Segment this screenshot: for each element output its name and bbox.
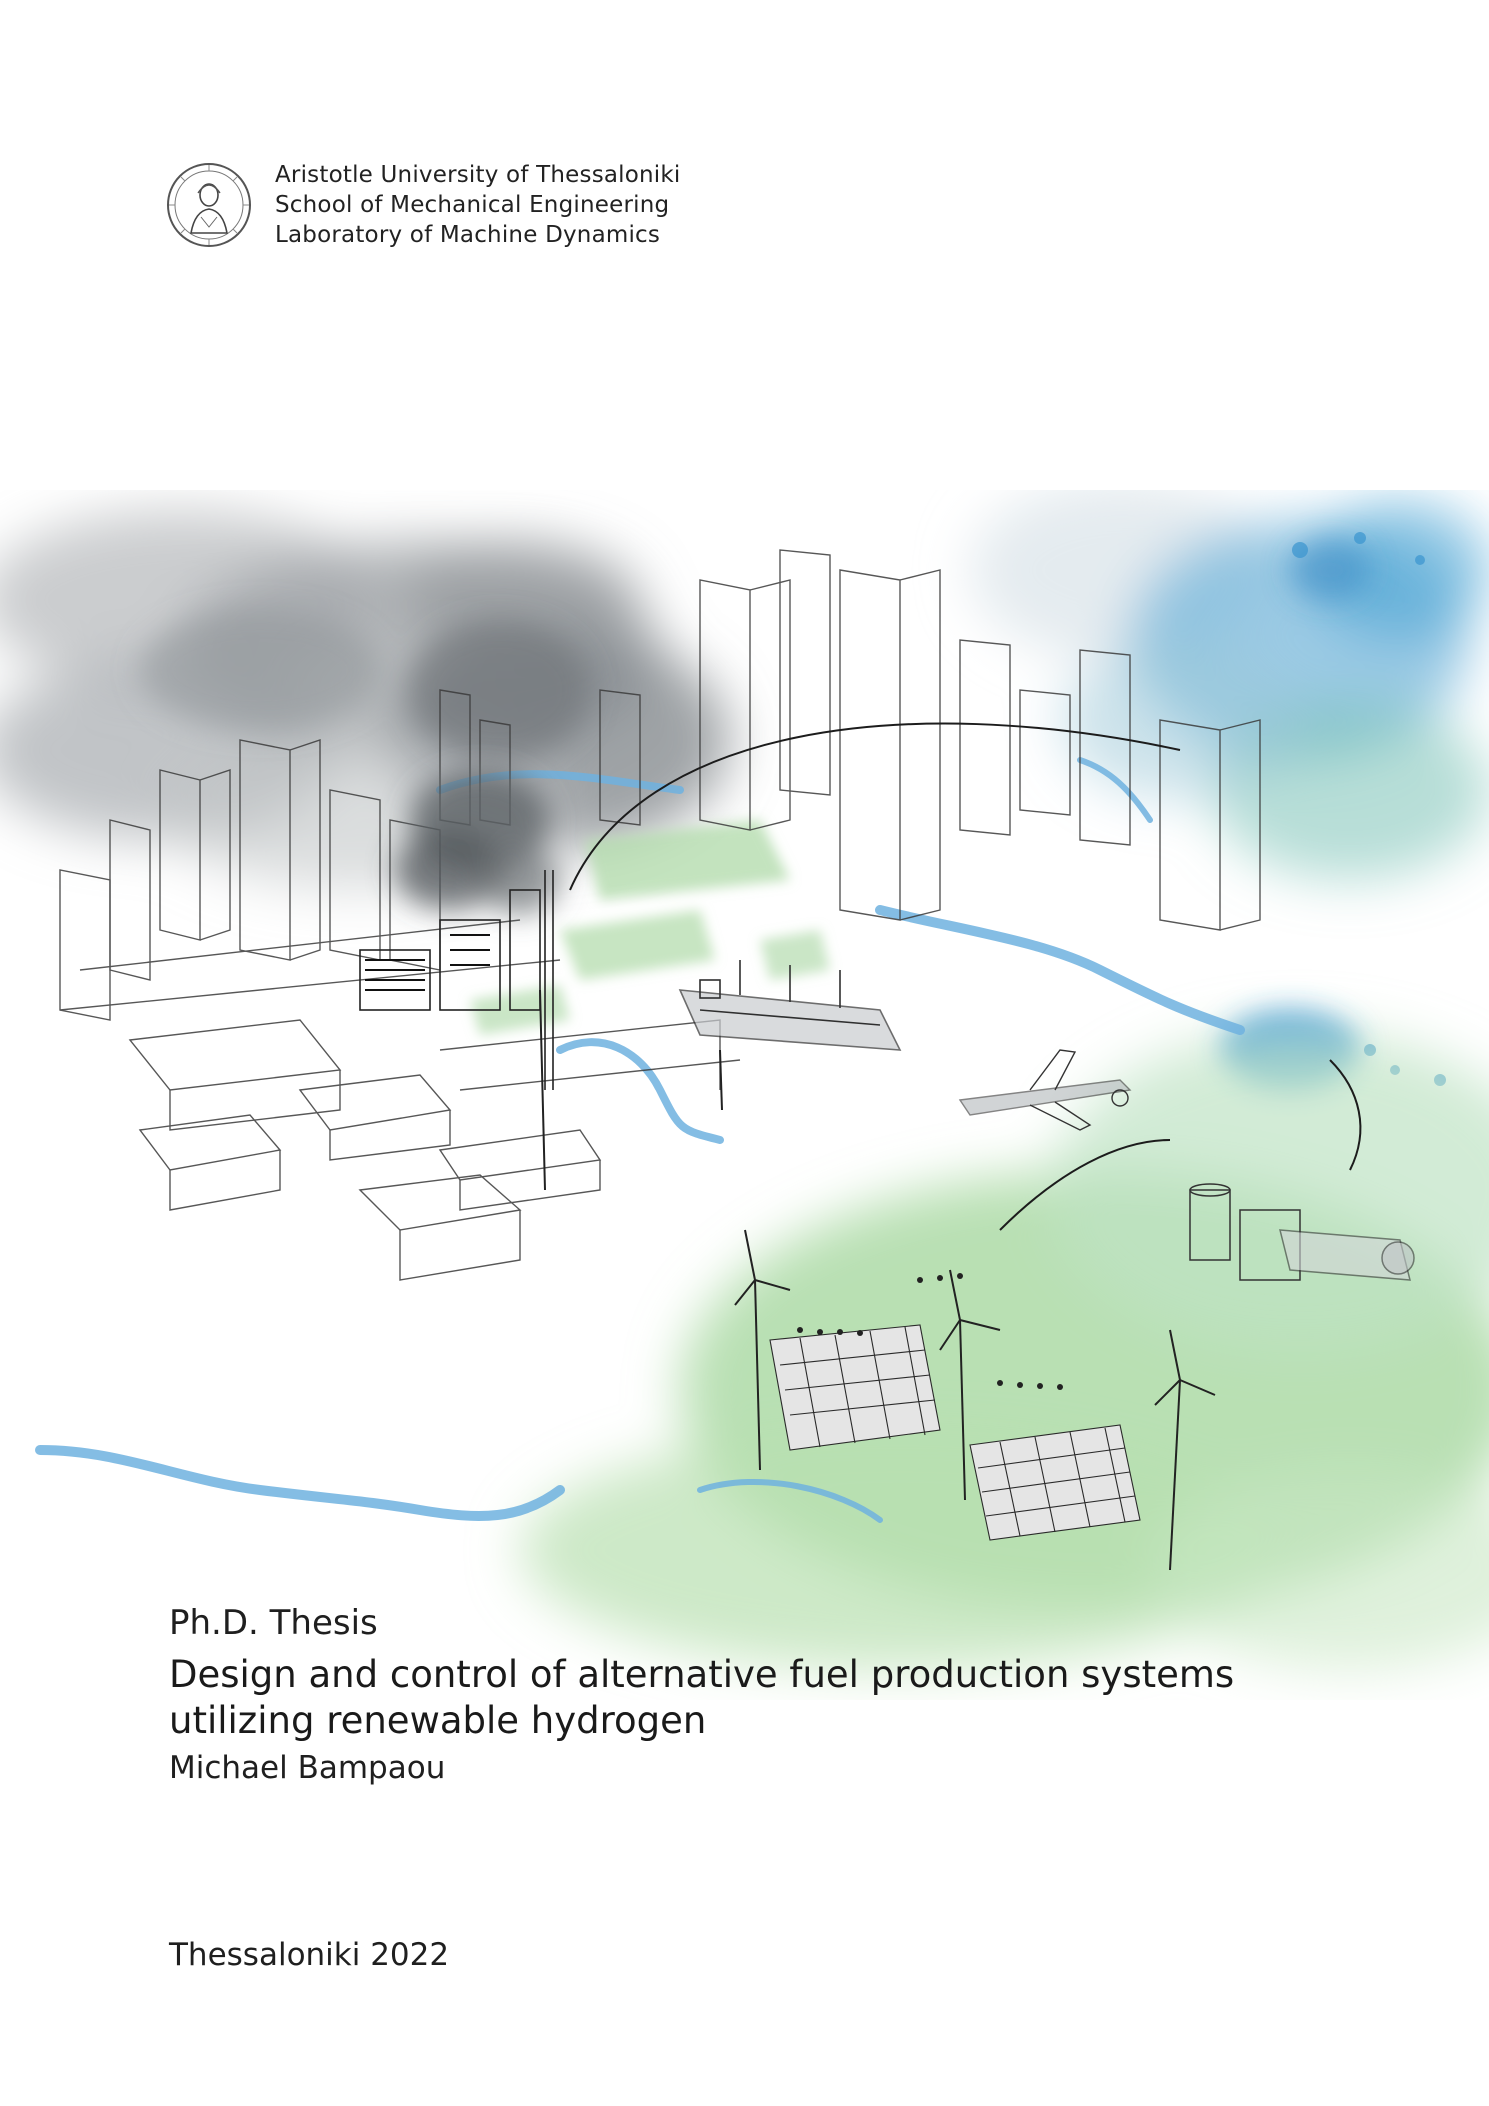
solar-panels	[769, 1324, 1141, 1541]
thesis-title-line-2: utilizing renewable hydrogen	[169, 1699, 707, 1742]
author-name: Michael Bampaou	[169, 1750, 446, 1786]
energy-arcs	[569, 722, 1362, 1231]
wind-turbines	[539, 989, 1216, 1571]
ship	[678, 960, 902, 1051]
blue-cloud	[970, 490, 1489, 1090]
cover-artwork	[0, 490, 1489, 1670]
dotted-marks	[797, 1273, 1063, 1390]
factory	[359, 770, 560, 1090]
airplane	[958, 1049, 1132, 1131]
city-sketch	[59, 549, 1261, 1281]
thesis-type: Ph.D. Thesis	[169, 1603, 378, 1643]
institution-header: Aristotle University of Thessaloniki Sch…	[165, 160, 681, 250]
laboratory-name: Laboratory of Machine Dynamics	[275, 222, 661, 248]
hydrogen-plant	[1189, 1183, 1415, 1281]
thesis-title-line-1: Design and control of alternative fuel p…	[169, 1653, 1235, 1696]
university-seal-icon	[167, 163, 251, 247]
school-name: School of Mechanical Engineering	[275, 192, 670, 218]
university-name: Aristotle University of Thessaloniki	[275, 162, 681, 188]
place-and-year: Thessaloniki 2022	[169, 1937, 450, 1973]
thesis-title: Design and control of alternative fuel p…	[169, 1652, 1419, 1744]
